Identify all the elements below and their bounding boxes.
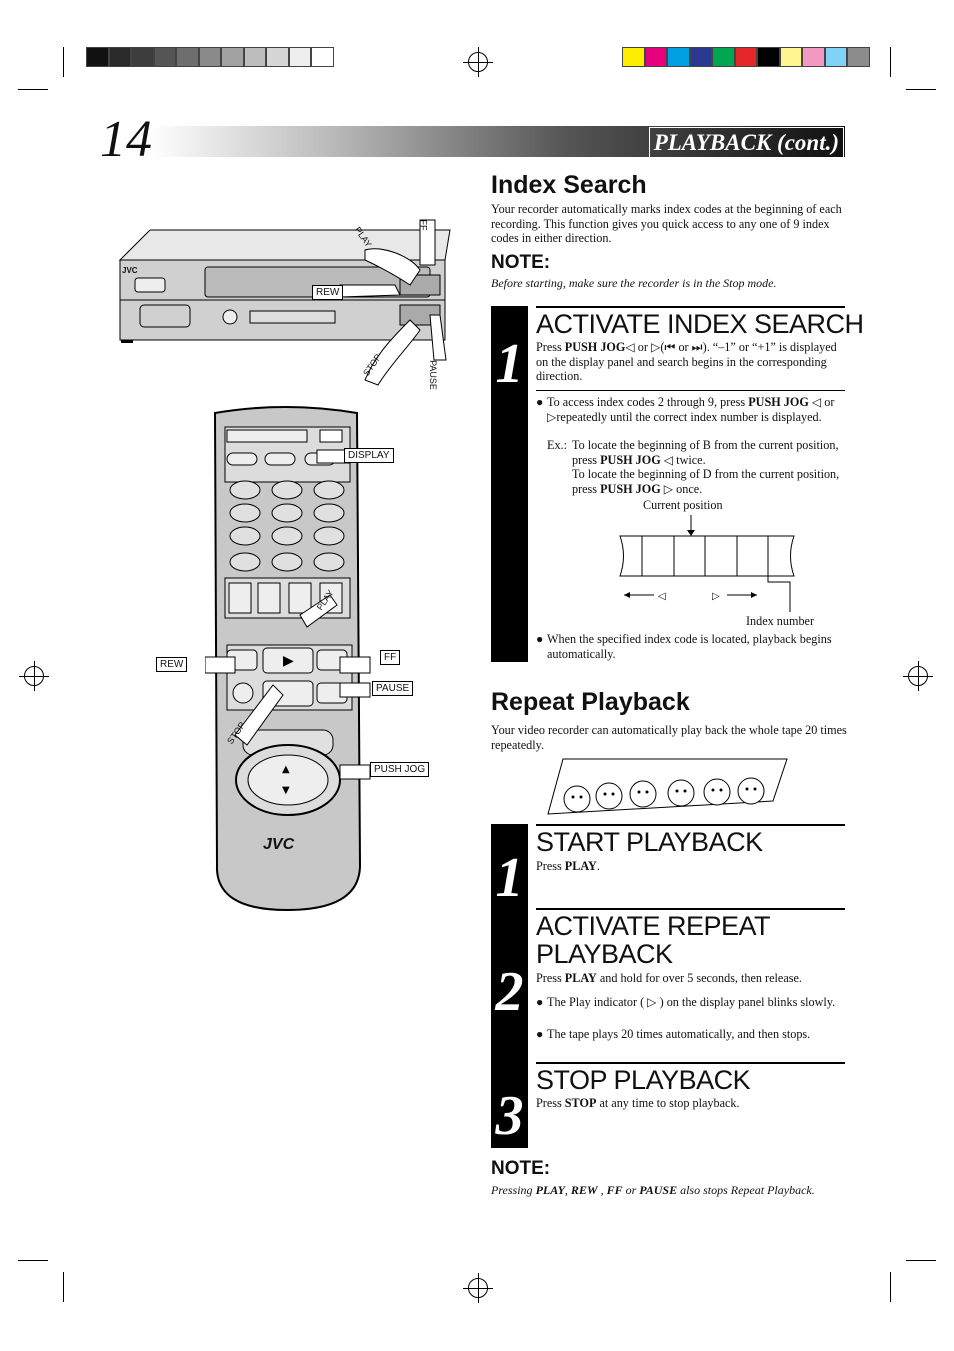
step-rule [536, 306, 845, 308]
gray-swatch [198, 47, 221, 67]
remote-display-label: DISPLAY [344, 448, 394, 463]
step-title: STOP PLAYBACK [536, 1065, 751, 1095]
repeat-note-text: Pressing PLAY, REW , FF or PAUSE also st… [491, 1183, 815, 1197]
section-title: PLAYBACK (cont.) [648, 127, 844, 159]
index-tape-diagram: ◁ ▷ [619, 515, 795, 612]
gray-swatch [243, 47, 266, 67]
index-search-heading: Index Search [491, 171, 647, 199]
ex-label: Ex.: [547, 438, 567, 452]
ex-line-2: To locate the beginning of D from the cu… [572, 467, 840, 496]
vcr-ff-label: FF [418, 219, 429, 231]
repeat-step-bar: 1 2 3 [491, 824, 528, 1148]
repeat-illustration [547, 758, 788, 815]
repeat-note-heading: NOTE: [491, 1158, 551, 1179]
step-number: 2 [495, 961, 524, 1023]
page-number: 14 [100, 111, 152, 168]
gray-swatch [153, 47, 176, 67]
remote-illustration: ▶ ▲ ▼ [205, 406, 371, 912]
remote-brand: JVC [263, 836, 295, 853]
vcr-brand: JVC [122, 266, 138, 275]
step-number: 1 [495, 847, 524, 909]
svg-text:◁: ◁ [658, 591, 666, 602]
gray-swatch [176, 47, 199, 67]
index-bullet-2: ● When the specified index code is locat… [536, 632, 832, 661]
repeat-playback-heading: Repeat Playback [491, 688, 690, 716]
bullet-dot: ● [536, 1027, 544, 1041]
crop-mark [906, 1260, 936, 1261]
crop-mark [18, 1260, 48, 1261]
diagram-index-number: Index number [746, 614, 815, 628]
gray-swatch [86, 47, 109, 67]
step-rule [536, 908, 845, 910]
color-swatch [779, 47, 802, 67]
registration-mark [903, 661, 933, 691]
crop-mark [890, 1272, 891, 1302]
color-swatch [689, 47, 712, 67]
registration-mark [463, 1273, 493, 1303]
header-band [150, 126, 845, 157]
color-swatch [734, 47, 757, 67]
step-rule [536, 1062, 845, 1064]
registration-mark [463, 47, 493, 77]
vcr-illustration [118, 219, 451, 386]
vcr-rew-label: REW [312, 285, 344, 300]
svg-text:▲: ▲ [282, 764, 290, 775]
gray-swatch [311, 47, 334, 67]
color-swatch [667, 47, 690, 67]
crop-mark [890, 47, 891, 77]
color-swatch [847, 47, 870, 67]
crop-mark [906, 89, 936, 90]
remote-rew-label: REW [156, 657, 188, 672]
index-search-intro: Your recorder automatically marks index … [491, 202, 842, 246]
start-playback-text: Press PLAY. [536, 859, 600, 873]
gray-swatch [108, 47, 131, 67]
vcr-pause-label: PAUSE [427, 360, 438, 390]
color-swatch [757, 47, 780, 67]
remote-ff-label: FF [380, 650, 401, 665]
index-step-bar: 1 [491, 306, 528, 662]
index-step-text: Press PUSH JOG◁ or ▷(⏮ or ⏭). “–1” or “+… [536, 340, 837, 384]
color-swatch [824, 47, 847, 67]
diagram-current-position: Current position [643, 498, 723, 512]
bullet-dot: ● [536, 395, 544, 409]
activate-repeat-text: Press PLAY and hold for over 5 seconds, … [536, 971, 802, 985]
crop-mark [63, 1272, 64, 1302]
remote-pushjog-label: PUSH JOG [370, 762, 430, 777]
bullet-dot: ● [536, 995, 544, 1009]
registration-mark [19, 661, 49, 691]
color-swatch [644, 47, 667, 67]
gray-swatch [266, 47, 289, 67]
stop-playback-text: Press STOP at any time to stop playback. [536, 1096, 740, 1110]
svg-text:▷: ▷ [712, 591, 720, 602]
step-rule [536, 824, 845, 826]
step-number: 3 [495, 1085, 524, 1147]
step-title: ACTIVATE REPEAT PLAYBACK [536, 911, 770, 969]
color-swatch [712, 47, 735, 67]
gray-swatch [131, 47, 154, 67]
svg-text:▼: ▼ [282, 785, 290, 796]
repeat-bullet-1: ● The Play indicator ( ▷ ) on the displa… [536, 995, 836, 1009]
crop-mark [63, 47, 64, 77]
repeat-intro: Your video recorder can automatically pl… [491, 723, 847, 752]
step-title: START PLAYBACK [536, 827, 763, 857]
gray-swatch [221, 47, 244, 67]
index-bullet-1: ● To access index codes 2 through 9, pre… [536, 395, 835, 424]
gray-swatch [288, 47, 311, 67]
svg-text:▶: ▶ [283, 653, 294, 669]
color-swatch [802, 47, 825, 67]
step-divider [536, 390, 845, 391]
step-number: 1 [495, 333, 524, 395]
crop-mark [18, 89, 48, 90]
remote-pause-label: PAUSE [372, 681, 414, 696]
index-note-heading: NOTE: [491, 252, 551, 273]
repeat-bullet-2: ● The tape plays 20 times automatically,… [536, 1027, 811, 1041]
step-title: ACTIVATE INDEX SEARCH [536, 309, 864, 339]
bullet-dot: ● [536, 632, 544, 646]
color-swatch [622, 47, 645, 67]
ex-line-1: To locate the beginning of B from the cu… [572, 438, 839, 467]
index-note-text: Before starting, make sure the recorder … [491, 276, 777, 290]
